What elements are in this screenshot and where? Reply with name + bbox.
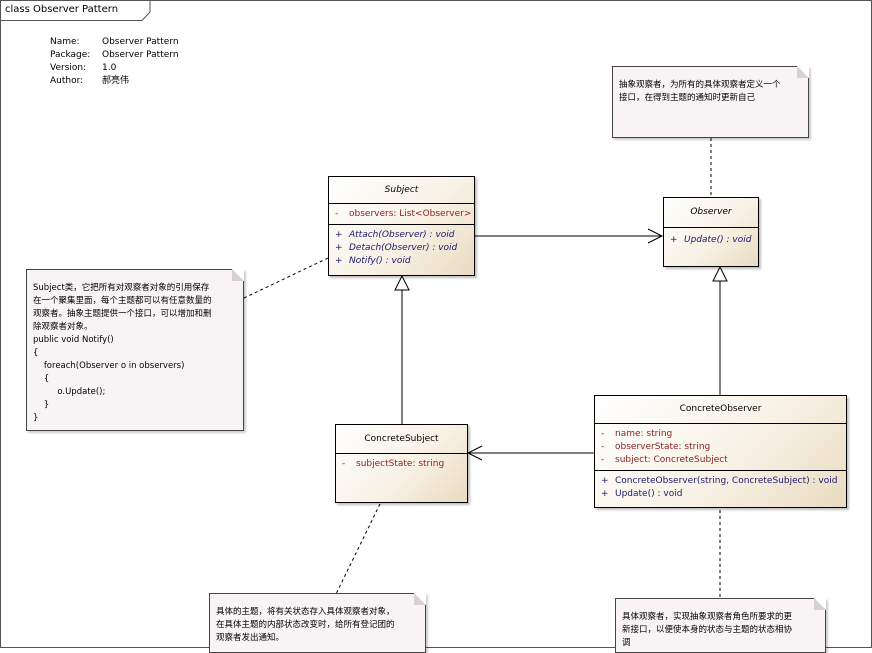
attribute-row: -subjectState: string: [342, 458, 461, 471]
meta-value: Observer Pattern: [102, 37, 179, 47]
visibility-marker: +: [335, 230, 343, 240]
meta-row: Author: 郝亮伟: [50, 75, 179, 88]
frame-tab-outline: [0, 0, 151, 21]
visibility-marker: -: [601, 442, 605, 452]
note-concrete-subject-text: 具体的主题，将有关状态存入具体观察者对象， 在具体主题的内部状态改变时，给所有登…: [216, 607, 395, 643]
class-observer-name: Observer: [690, 207, 732, 217]
class-observer[interactable]: Observer + Update() : void: [663, 197, 759, 267]
class-concrete-observer[interactable]: ConcreteObserver -name: string -observer…: [594, 395, 847, 508]
operation-row: + Update() : void: [601, 488, 840, 501]
visibility-marker: +: [601, 476, 609, 486]
meta-key: Name:: [50, 37, 80, 47]
visibility-marker: +: [601, 489, 609, 499]
meta-row: Version: 1.0: [50, 62, 179, 75]
operation-text: Notify() : void: [349, 256, 411, 266]
attribute-text: observers: List<Observer>: [349, 209, 472, 219]
generalization-triangle-observer: [712, 265, 728, 282]
note-fold-corner: [232, 269, 244, 281]
note-fold-corner: [797, 66, 809, 78]
attribute-text: subject: ConcreteSubject: [615, 455, 728, 465]
operation-row: + Notify() : void: [335, 255, 468, 268]
class-concrete-observer-operations: + ConcreteObserver(string, ConcreteSubjec…: [595, 470, 846, 504]
meta-key: Package:: [50, 50, 91, 60]
generalization-triangle-subject: [394, 274, 410, 291]
association-arrowhead-observer: [647, 228, 664, 244]
meta-row: Package: Observer Pattern: [50, 49, 179, 62]
class-subject-attributes: -observers: List<Observer>: [329, 203, 474, 224]
note-link-concrete-subject: [335, 503, 381, 595]
meta-value: Observer Pattern: [102, 50, 179, 60]
attribute-text: observerState: string: [615, 442, 711, 452]
note-subject-text: Subject类，它把所有对观察者对象的引用保存 在一个聚集里面，每个主题都可以…: [33, 283, 212, 423]
visibility-marker: -: [342, 459, 346, 469]
operation-row: + Detach(Observer) : void: [335, 242, 468, 255]
note-concrete-observer-text: 具体观察者，实现抽象观察者角色所要求的更 新接口，以便使本身的状态与主题的状态相…: [622, 612, 793, 648]
class-subject[interactable]: Subject -observers: List<Observer> + Atta…: [328, 176, 475, 276]
note-observer[interactable]: 抽象观察者，为所有的具体观察者定义一个 接口，在得到主题的通知时更新自己: [612, 66, 809, 138]
attribute-row: -name: string: [601, 428, 840, 441]
class-observer-operations: + Update() : void: [664, 227, 758, 250]
operation-text: ConcreteObserver(string, ConcreteSubject…: [615, 476, 838, 486]
class-concrete-observer-name: ConcreteObserver: [679, 404, 762, 414]
operation-text: Update() : void: [615, 489, 683, 499]
attribute-text: subjectState: string: [356, 459, 445, 469]
note-concrete-observer[interactable]: 具体观察者，实现抽象观察者角色所要求的更 新接口，以便使本身的状态与主题的状态相…: [615, 598, 826, 653]
visibility-marker: +: [335, 256, 343, 266]
operation-text: Detach(Observer) : void: [349, 243, 458, 253]
note-fold-corner: [814, 598, 826, 610]
visibility-marker: +: [335, 243, 343, 253]
visibility-marker: -: [335, 209, 339, 219]
class-subject-operations: + Attach(Observer) : void + Detach(Observe…: [329, 224, 474, 271]
visibility-marker: -: [601, 455, 605, 465]
attribute-row: -observerState: string: [601, 441, 840, 454]
frame-title: class Observer Pattern: [5, 4, 119, 15]
attribute-row: -observers: List<Observer>: [335, 208, 472, 221]
note-subject[interactable]: Subject类，它把所有对观察者对象的引用保存 在一个聚集里面，每个主题都可以…: [26, 269, 244, 431]
visibility-marker: -: [601, 429, 605, 439]
association-arrowhead-concrete-subject: [466, 445, 483, 461]
operation-text: Update() : void: [684, 235, 752, 245]
operation-row: + Attach(Observer) : void: [335, 229, 468, 242]
visibility-marker: +: [670, 235, 678, 245]
operation-row: + ConcreteObserver(string, ConcreteSubjec…: [601, 475, 840, 488]
attribute-text: name: string: [615, 429, 673, 439]
meta-value: 郝亮伟: [102, 76, 130, 86]
meta-value: 1.0: [102, 63, 117, 73]
note-fold-corner: [414, 593, 426, 605]
note-observer-text: 抽象观察者，为所有的具体观察者定义一个 接口，在得到主题的通知时更新自己: [619, 80, 781, 103]
meta-key: Version:: [50, 63, 87, 73]
class-concrete-subject-name: ConcreteSubject: [364, 434, 439, 444]
note-link-subject: [243, 257, 329, 299]
class-concrete-subject-attributes: -subjectState: string: [336, 453, 467, 474]
note-concrete-subject[interactable]: 具体的主题，将有关状态存入具体观察者对象， 在具体主题的内部状态改变时，给所有登…: [209, 593, 426, 653]
operation-text: Attach(Observer) : void: [349, 230, 455, 240]
meta-row: Name: Observer Pattern: [50, 36, 179, 49]
meta-key: Author:: [50, 76, 84, 86]
attribute-row: -subject: ConcreteSubject: [601, 454, 840, 467]
class-subject-name: Subject: [384, 185, 419, 195]
operation-row: + Update() : void: [670, 234, 752, 247]
class-concrete-subject[interactable]: ConcreteSubject -subjectState: string: [335, 424, 468, 503]
class-concrete-observer-attributes: -name: string -observerState: string -su…: [595, 423, 846, 470]
diagram-metadata: Name: Observer Pattern Package: Observer P…: [50, 36, 179, 88]
